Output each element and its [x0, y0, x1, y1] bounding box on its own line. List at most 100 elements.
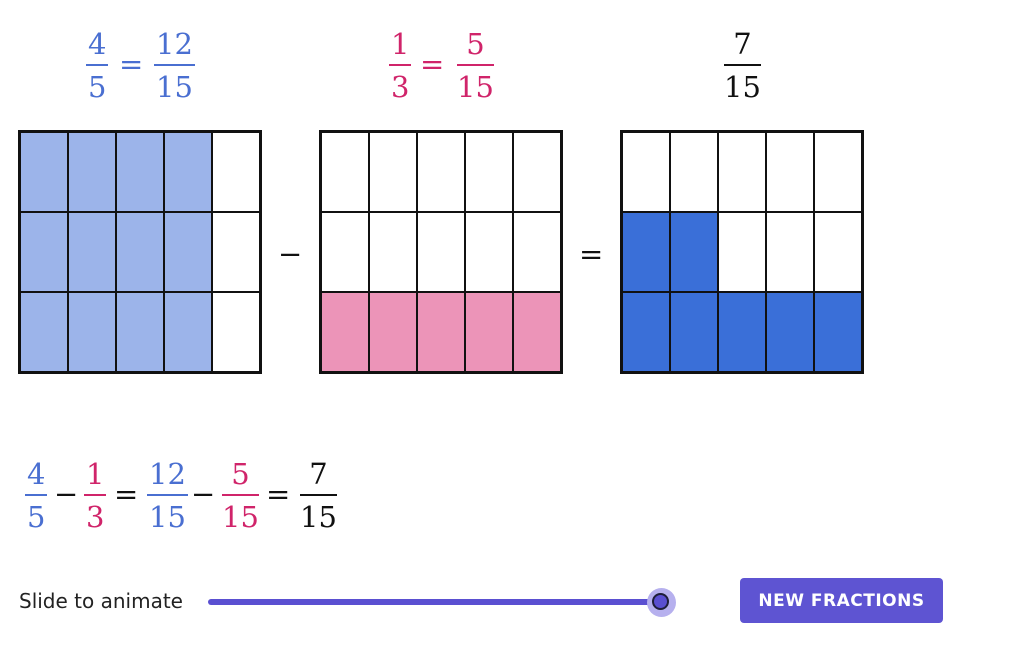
top-fraction-5-15: 5 15: [457, 30, 494, 102]
eq-equals-2: =: [266, 477, 291, 511]
grid-cell: [20, 212, 68, 292]
grid-cell: [766, 132, 814, 212]
numerator: 4: [27, 457, 46, 491]
grid-cell: [513, 292, 561, 372]
eq-fraction-1-3: 1 3: [84, 457, 107, 534]
eq-fraction-12-15: 12 15: [147, 460, 188, 532]
denominator: 5: [27, 499, 46, 534]
denominator: 15: [724, 69, 761, 104]
numerator: 4: [88, 27, 107, 61]
numerator: 12: [156, 27, 193, 61]
grid-cell: [417, 292, 465, 372]
slider-track[interactable]: [208, 599, 662, 605]
grid-cell: [465, 212, 513, 292]
top-equals-left: =: [119, 47, 144, 81]
denominator: 3: [391, 69, 410, 104]
denominator: 15: [457, 69, 494, 104]
grid-cell: [164, 292, 212, 372]
numerator: 12: [149, 457, 186, 491]
grid-cell: [116, 132, 164, 212]
grid-cell: [369, 292, 417, 372]
top-fraction-4-5: 4 5: [86, 27, 109, 104]
numerator: 1: [86, 457, 105, 491]
eq-equals-1: =: [114, 477, 139, 511]
denominator: 15: [156, 69, 193, 104]
fraction-grid-first: [18, 130, 262, 374]
grid-cell: [321, 132, 369, 212]
grid-cell: [670, 212, 718, 292]
grid-cell: [814, 212, 862, 292]
grid-cell: [68, 212, 116, 292]
fraction-bar: [724, 64, 761, 66]
grid-cell: [513, 132, 561, 212]
grid-cell: [321, 292, 369, 372]
grid-cell: [622, 132, 670, 212]
grid-cell: [212, 292, 260, 372]
eq-minus-1: −: [54, 477, 79, 511]
grid-cell: [766, 212, 814, 292]
grid-cell: [718, 212, 766, 292]
grid-cell: [718, 292, 766, 372]
top-fraction-1-3: 1 3: [389, 27, 412, 104]
denominator: 15: [300, 499, 337, 534]
fraction-bar: [389, 64, 412, 66]
grid-cell: [321, 212, 369, 292]
fraction-bar: [300, 494, 337, 496]
fraction-bar: [222, 494, 259, 496]
grid-cell: [212, 212, 260, 292]
eq-minus-2: −: [191, 477, 216, 511]
grid-cell: [68, 132, 116, 212]
slider-label: Slide to animate: [19, 589, 183, 613]
grid-cell: [465, 132, 513, 212]
grid-cell: [814, 132, 862, 212]
fraction-bar: [84, 494, 107, 496]
grid-cell: [622, 212, 670, 292]
fraction-bar: [86, 64, 109, 66]
grid-cell: [814, 292, 862, 372]
fraction-bar: [147, 494, 188, 496]
top-fraction-7-15: 7 15: [724, 30, 761, 102]
numerator: 5: [231, 457, 250, 491]
eq-fraction-7-15: 7 15: [300, 460, 337, 532]
grid-cell: [116, 212, 164, 292]
denominator: 15: [149, 499, 186, 534]
slider-thumb[interactable]: [652, 593, 669, 610]
fraction-grid-second: [319, 130, 563, 374]
grid-cell: [20, 132, 68, 212]
grid-cell: [417, 132, 465, 212]
grid-cell: [20, 292, 68, 372]
grid-cell: [164, 212, 212, 292]
fraction-bar: [25, 494, 48, 496]
grid-cell: [116, 292, 164, 372]
grid-cell: [670, 132, 718, 212]
grid-cell: [670, 292, 718, 372]
eq-fraction-5-15: 5 15: [222, 460, 259, 532]
fraction-bar: [457, 64, 494, 66]
denominator: 3: [86, 499, 105, 534]
grid-cell: [622, 292, 670, 372]
numerator: 5: [466, 27, 485, 61]
grid-cell: [417, 212, 465, 292]
new-fractions-button[interactable]: NEW FRACTIONS: [740, 578, 943, 623]
grid-cell: [513, 212, 561, 292]
numerator: 7: [733, 27, 752, 61]
numerator: 7: [309, 457, 328, 491]
grid-cell: [718, 132, 766, 212]
top-fraction-12-15: 12 15: [154, 30, 195, 102]
equals-operator: =: [579, 237, 604, 271]
grid-cell: [68, 292, 116, 372]
grid-cell: [465, 292, 513, 372]
grid-cell: [212, 132, 260, 212]
grid-cell: [369, 132, 417, 212]
denominator: 5: [88, 69, 107, 104]
grid-cell: [766, 292, 814, 372]
top-equals-middle: =: [420, 47, 445, 81]
grid-cell: [369, 212, 417, 292]
fraction-bar: [154, 64, 195, 66]
eq-fraction-4-5: 4 5: [25, 457, 48, 534]
denominator: 15: [222, 499, 259, 534]
numerator: 1: [391, 27, 410, 61]
grid-cell: [164, 132, 212, 212]
minus-operator: −: [278, 237, 303, 271]
fraction-grid-result: [620, 130, 864, 374]
